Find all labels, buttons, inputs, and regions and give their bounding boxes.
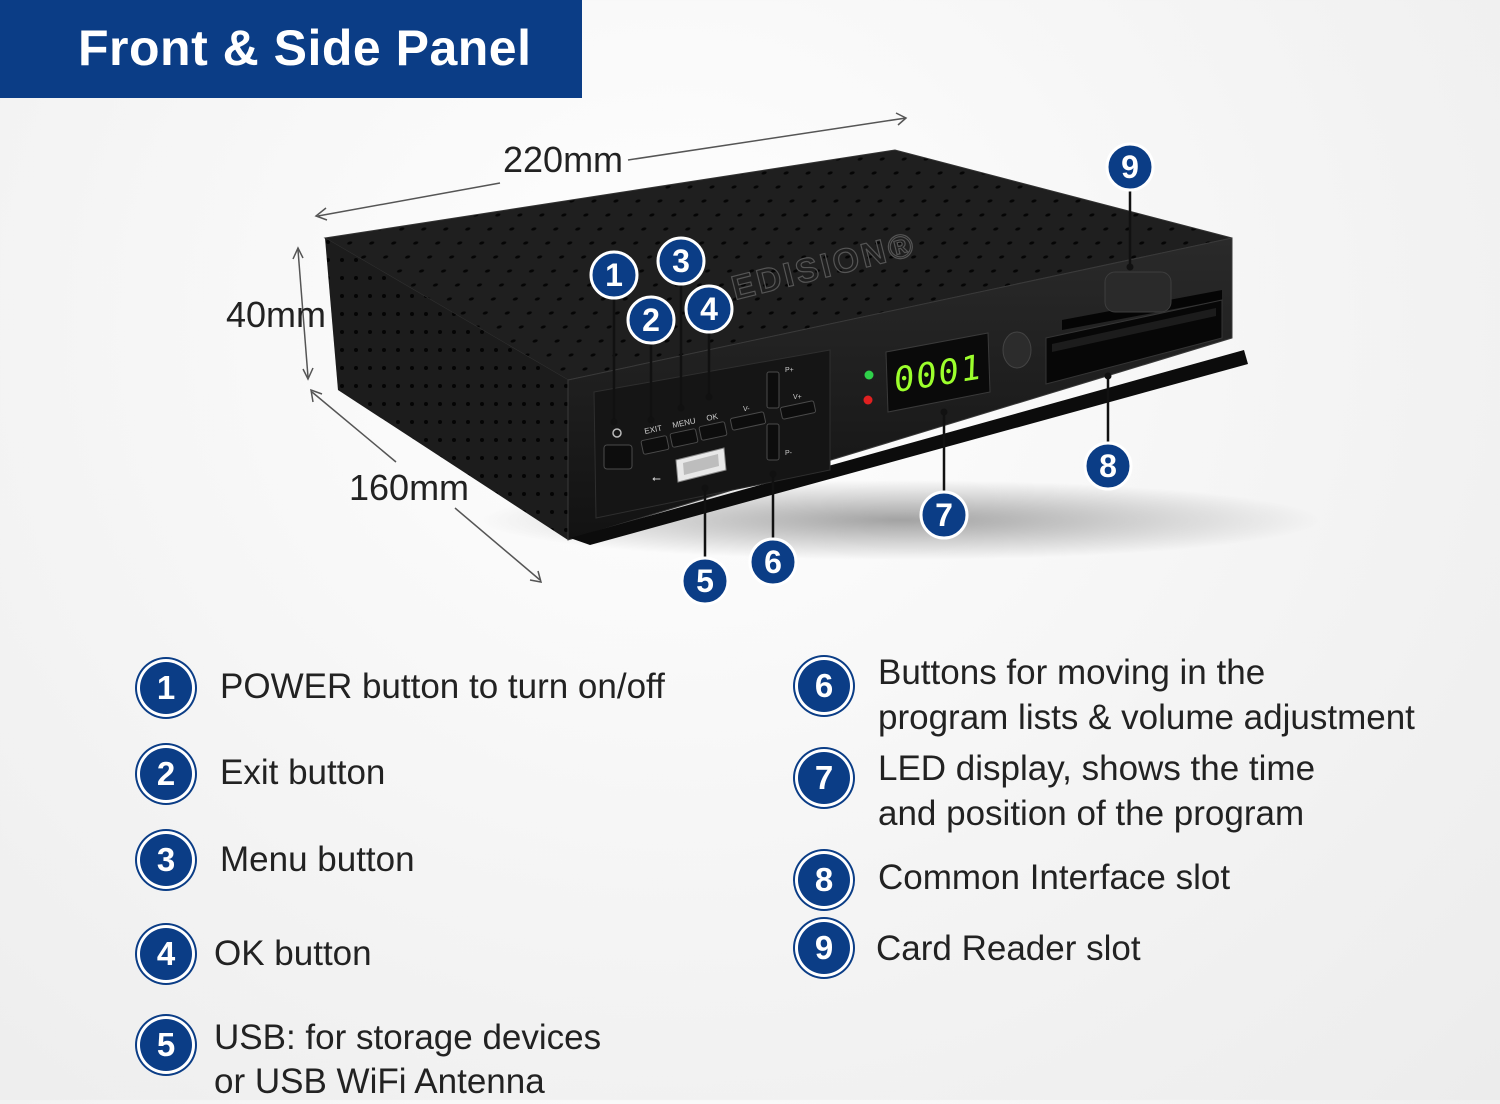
callout-leader-dots (610, 263, 1134, 492)
led-display-window (885, 332, 991, 413)
svg-text:2: 2 (642, 302, 660, 338)
device-diagram: EDISION® EXIT MENU OK ⭠ P+ P- V- V+ 0001 (226, 112, 1320, 606)
legend-text-line: program lists & volume adjustment (878, 698, 1415, 737)
p-minus-button[interactable] (766, 423, 780, 461)
svg-text:4: 4 (700, 291, 718, 327)
power-symbol-icon (612, 428, 622, 438)
legend-badge: 1 (140, 662, 192, 714)
legend-badge: 5 (140, 1019, 192, 1071)
callout-leaders (612, 190, 1132, 558)
legend-item-6: 6 Buttons for moving in the program list… (798, 653, 1415, 740)
legend-item-8: 8 Common Interface slot (798, 854, 1230, 906)
legend-item-4: 4 OK button (140, 928, 372, 980)
legend-text-line: or USB WiFi Antenna (214, 1062, 545, 1101)
legend-text-line: Card Reader slot (876, 929, 1141, 968)
legend-item-9: 9 Card Reader slot (798, 922, 1141, 974)
dimension-arrowheads (292, 112, 908, 583)
ok-button[interactable] (698, 421, 728, 441)
legend-text-line: LED display, shows the time (878, 749, 1316, 788)
legend-text-line: Common Interface slot (878, 858, 1231, 897)
usb-icon: ⭠ (652, 472, 661, 485)
legend-badge: 8 (798, 854, 850, 906)
ok-label: OK (706, 412, 720, 423)
width-dimension-label: 220mm (503, 139, 623, 180)
green-led (864, 370, 874, 380)
page-title: Front & Side Panel (78, 20, 532, 76)
v-minus-button[interactable] (729, 411, 767, 431)
legend-item-1: 1 POWER button to turn on/off (140, 662, 665, 714)
depth-dimension-label: 160mm (349, 467, 469, 508)
legend-text-line: OK button (214, 934, 372, 973)
legend-badge: 3 (140, 834, 192, 886)
device-front-lip (570, 350, 1248, 545)
legend-item-5: 5 USB: for storage devices or USB WiFi A… (140, 1018, 602, 1104)
callout-badge-3: 3 (656, 236, 706, 286)
exit-button[interactable] (640, 435, 670, 455)
legend-text-line: USB: for storage devices (214, 1018, 602, 1057)
p-minus-label: P- (785, 450, 793, 457)
dimension-lines (297, 117, 907, 581)
ir-sensor (1002, 331, 1032, 369)
callout-badge-2: 2 (626, 295, 676, 345)
smart-card (1104, 271, 1172, 313)
legend-item-7: 7 LED display, shows the time and positi… (798, 749, 1315, 836)
callout-badge-1: 1 (589, 250, 639, 300)
callout-badge-8: 8 (1083, 441, 1133, 491)
p-plus-label: P+ (785, 367, 794, 374)
legend-badge: 4 (140, 928, 192, 980)
svg-text:3: 3 (672, 243, 690, 279)
callout-badge-5: 5 (680, 556, 730, 606)
red-led (863, 395, 873, 405)
v-minus-label: V- (743, 406, 750, 413)
power-button[interactable] (603, 444, 633, 470)
svg-text:5: 5 (696, 563, 714, 599)
legend-badge: 9 (798, 922, 850, 974)
menu-button[interactable] (669, 428, 699, 448)
legend-text-line: Buttons for moving in the (878, 653, 1266, 692)
p-plus-button[interactable] (766, 371, 780, 409)
callout-badge-7: 7 (919, 490, 969, 540)
callout-badge-4: 4 (684, 284, 734, 334)
v-plus-button[interactable] (779, 400, 817, 420)
callout-badge-6: 6 (748, 537, 798, 587)
legend-item-2: 2 Exit button (140, 748, 385, 800)
svg-text:1: 1 (605, 257, 623, 293)
legend-text-line: Menu button (220, 840, 415, 879)
callout-badge-9: 9 (1105, 142, 1155, 192)
legend-badge: 6 (798, 660, 850, 712)
legend-badge: 7 (798, 752, 850, 804)
svg-text:9: 9 (1121, 149, 1139, 185)
device-side-panel (325, 238, 568, 540)
legend-item-3: 3 Menu button (140, 834, 415, 886)
svg-text:6: 6 (764, 544, 782, 580)
height-dimension-label: 40mm (226, 294, 326, 335)
svg-text:7: 7 (935, 497, 953, 533)
title-banner: Front & Side Panel (0, 0, 582, 98)
exit-label: EXIT (644, 423, 663, 436)
v-plus-label: V+ (793, 394, 802, 401)
svg-text:8: 8 (1099, 448, 1117, 484)
legend-text-line: and position of the program (878, 794, 1305, 833)
legend-text-line: Exit button (220, 753, 386, 792)
legend-badge: 2 (140, 748, 192, 800)
legend-text-line: POWER button to turn on/off (220, 667, 665, 706)
